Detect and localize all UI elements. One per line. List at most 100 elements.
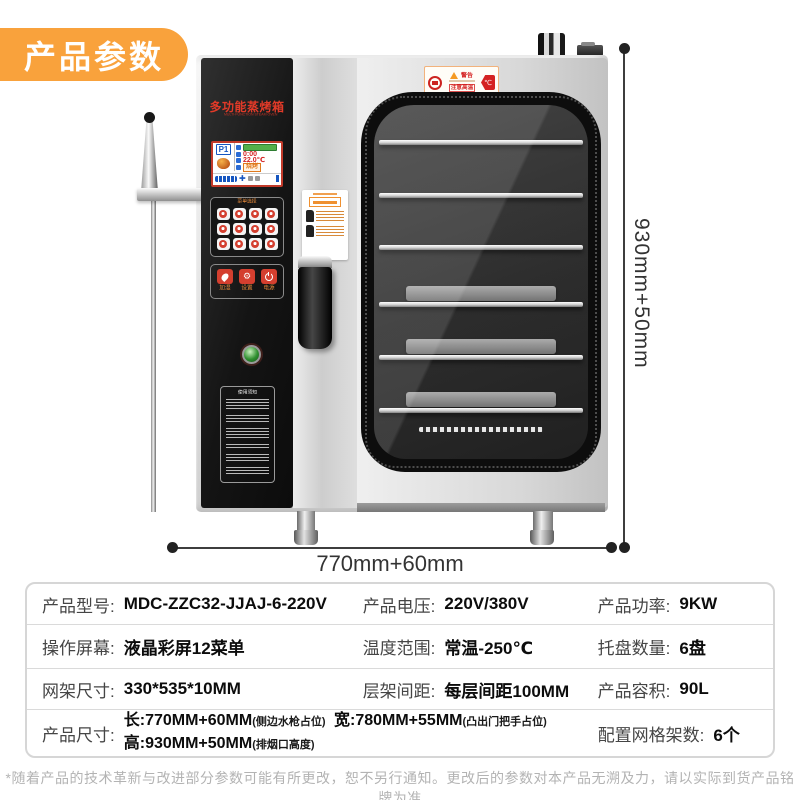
screen-right-column: 0:00 22.0℃ 烧烤 [235,143,279,173]
door-window-frame [361,92,601,472]
size-width: 宽:780MM+55MM [334,712,463,730]
settings-button[interactable]: ⚙ [239,269,255,284]
spec-value: 液晶彩屏12菜单 [123,639,245,658]
notice-paragraph [226,399,269,411]
time-readout: 0:00 [243,150,258,158]
sticker-step [306,225,344,237]
oven-foot [530,511,554,545]
function-button-row: 加湿 ⚙ 设置 电源 [210,264,284,299]
timer-icon [236,151,241,157]
shelf-rail [379,302,583,307]
segment-bar [215,175,237,182]
size-height: 高:930MM+50MM [123,735,253,753]
door-glass [374,105,588,459]
spec-value: MDC-ZZC32-JJAJ-6-220V [123,594,327,614]
dimension-dot [606,542,617,553]
tray [406,286,556,301]
spec-label: 网架尺寸: [42,681,115,701]
spec-value: 90L [679,679,709,698]
water-gun-tip [144,112,155,123]
spec-value: 330*535*10MM [123,679,241,698]
vent-strip [419,427,543,432]
dimension-dot [619,43,630,54]
table-row-product-size: 产品尺寸: 长:770MM+60MM(侧边水枪占位) 宽:780MM+55MM(… [27,709,773,756]
temp-readout: 22.0℃ [243,157,266,165]
person-icon [306,210,314,222]
oven-base [357,503,605,512]
warning-triangle-icon [449,72,458,79]
menu-key[interactable] [216,238,230,250]
power-label: 电源 [263,285,275,292]
disclaimer-text: *随着产品的技术革新与改进部分参数可能有所更改，恕不另行通知。更改后的参数对本产… [5,770,795,800]
notice-title: 使用须知 [237,389,258,395]
menu-keypad: 菜单选择 [210,197,284,257]
dimension-dot [619,542,630,553]
menu-key[interactable] [264,223,278,235]
water-gun-hose [151,192,156,512]
spec-value: 6盘 [679,639,706,658]
sticker-header-box [309,197,341,207]
spec-value: 9KW [679,594,718,614]
size-width-note: (凸出门把手占位) [462,716,547,729]
table-row: 操作屏幕:液晶彩屏12菜单 温度范围:常温-250℃ 托盘数量:6盘 [27,624,773,668]
gear-icon: ⚙ [242,271,252,281]
menu-key[interactable] [248,223,262,235]
size-length-note: (侧边水枪占位) [252,716,326,729]
door-handle[interactable] [298,267,332,349]
shelf-rail [379,193,583,198]
sticker-step [306,210,344,222]
menu-key[interactable] [264,238,278,250]
dimension-dot [167,542,178,553]
notice-paragraph [226,415,269,424]
size-height-note: (排烟口高度) [252,739,315,752]
shelf-rail [379,355,583,360]
water-gun-bracket [137,188,209,201]
menu-key[interactable] [248,238,262,250]
control-panel: 多功能蒸烤箱 MULTI-FUNCTION STEAM OVEN P1 0:00… [201,58,293,508]
high-temp-icon: ℃ [481,75,495,90]
menu-key[interactable] [264,208,278,220]
mode-icon [236,165,241,171]
keypad-label: 菜单选择 [237,198,257,204]
food-icon [217,158,230,169]
spec-value: 常温-250℃ [444,639,534,658]
menu-key[interactable] [232,208,246,220]
battery-bar [276,175,279,182]
menu-key[interactable] [216,208,230,220]
warning-title: 警告 [460,72,473,79]
hot-surface-text: 注意高温 [448,84,475,92]
door-handle-cap [298,256,332,268]
spec-label: 托盘数量: [597,639,671,658]
menu-key[interactable] [216,223,230,235]
notice-paragraph [226,428,269,440]
prohibition-icon [428,75,442,90]
spec-label: 层架间距: [362,681,436,701]
fan-icon: ✚ [239,173,246,183]
product-size-values: 长:770MM+60MM(侧边水枪占位) 宽:780MM+55MM(凸出门把手占… [124,710,551,756]
door-hinge-strip [293,58,357,508]
water-gun-nozzle [141,120,158,192]
screen-status-strip: ✚ [213,173,281,183]
shelf-rail [379,408,583,413]
height-dimension-label: 930mm+50mm [630,218,653,369]
humidify-button[interactable] [217,269,233,284]
warning-small-text [448,80,475,82]
spec-value: 220V/380V [444,594,529,614]
spec-label: 产品功率: [597,596,671,616]
panel-subtitle: MULTI-FUNCTION STEAM OVEN [224,113,278,117]
power-icon [265,271,273,281]
oven-door[interactable]: 警告 注意高温 ℃ [357,58,608,508]
person-icon [306,225,314,237]
menu-key[interactable] [232,238,246,250]
table-row: 网架尺寸:330*535*10MM 层架间距:每层间距100MM 产品容积:90… [27,667,773,709]
power-button[interactable] [261,269,277,284]
tray [406,339,556,354]
usage-notice-panel: 使用须知 [220,386,275,483]
section-badge: 产品参数 [0,28,188,81]
spec-label: 配置网格架数: [597,725,705,745]
lcd-screen: P1 0:00 22.0℃ 烧烤 ✚ [211,141,283,187]
menu-key[interactable] [248,208,262,220]
spec-label: 温度范围: [362,639,436,658]
menu-key[interactable] [232,223,246,235]
